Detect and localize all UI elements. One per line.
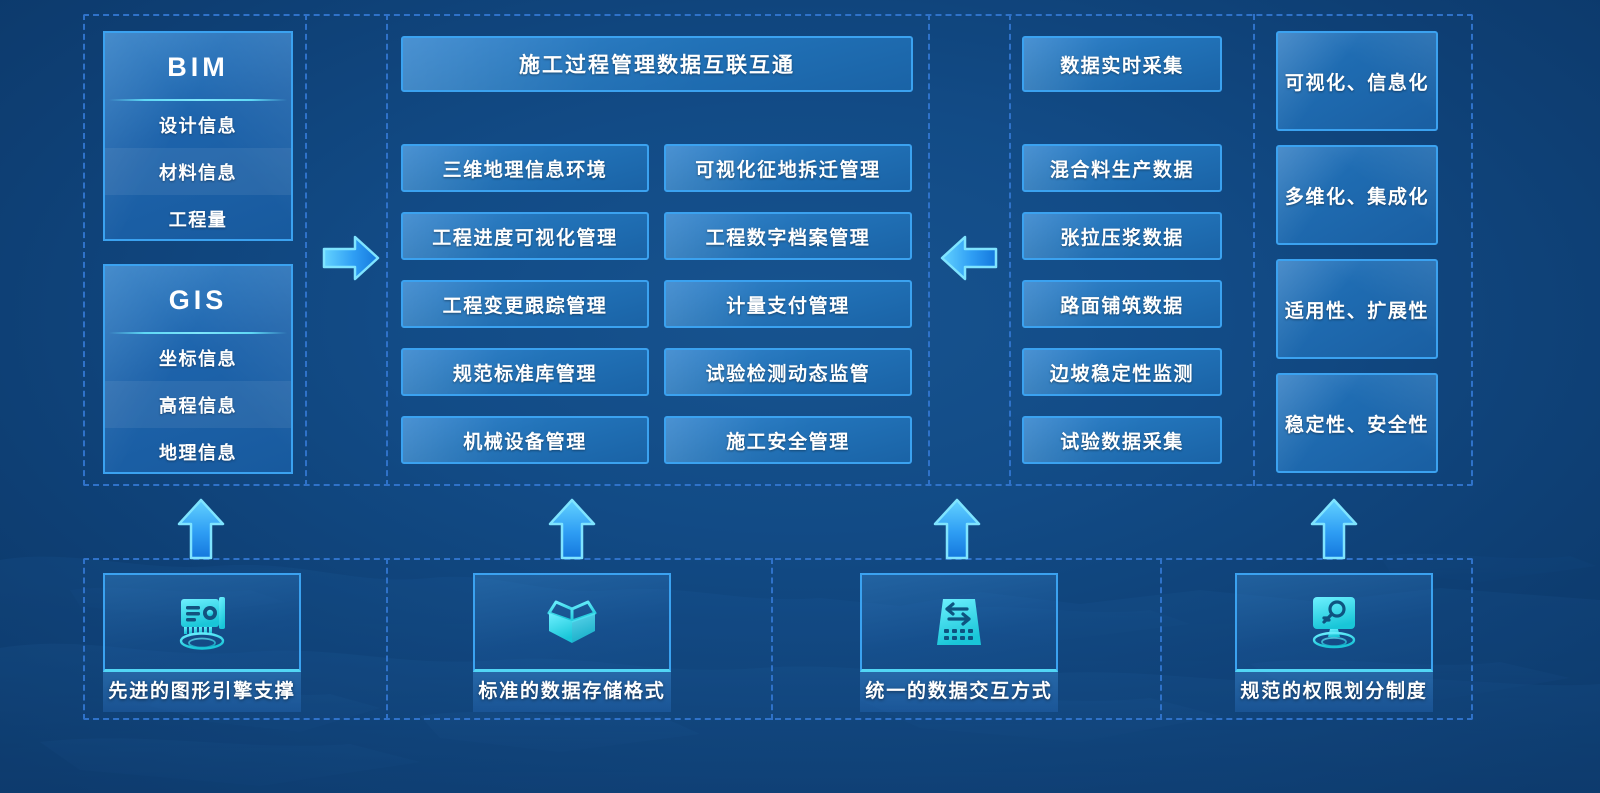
data-source-box-2[interactable]: 张拉压浆数据	[1022, 212, 1222, 260]
bim-item-2[interactable]: 工程量	[168, 209, 228, 230]
arrow-up-icon-0	[177, 498, 225, 560]
region-separator-3	[928, 14, 930, 486]
gis-item-1[interactable]: 高程信息	[105, 381, 291, 428]
module-label-4: 工程变更跟踪管理	[442, 295, 608, 317]
data-exchange-icon	[937, 599, 981, 645]
module-box-3[interactable]: 工程数字档案管理	[664, 212, 912, 260]
bim-title: BIM	[105, 33, 291, 101]
data-source-label-5: 试验数据采集	[1060, 431, 1184, 453]
data-source-label-0: 数据实时采集	[1060, 55, 1184, 77]
module-box-6[interactable]: 规范标准库管理	[401, 348, 649, 396]
region-separator-1	[305, 14, 307, 486]
data-source-box-4[interactable]: 边坡稳定性监测	[1022, 348, 1222, 396]
foundation-card-3[interactable]: 规范的权限划分制度	[1235, 573, 1433, 712]
arrow-up-icon-3	[1310, 498, 1358, 560]
module-box-4[interactable]: 工程变更跟踪管理	[401, 280, 649, 328]
foundation-icon-box-0	[103, 573, 301, 672]
data-source-label-2: 张拉压浆数据	[1060, 227, 1184, 249]
foundation-icon-box-2	[860, 573, 1058, 672]
foundation-card-0[interactable]: 先进的图形引擎支撑	[103, 573, 301, 712]
lower-separator-1	[386, 558, 388, 720]
foundation-card-1[interactable]: 标准的数据存储格式	[473, 573, 671, 712]
gis-title: GIS	[105, 266, 291, 334]
trait-label-2: 适用性、扩展性	[1284, 300, 1430, 322]
region-separator-2	[386, 14, 388, 486]
bim-panel[interactable]: BIM 设计信息 材料信息 工程量	[103, 31, 293, 241]
data-source-box-1[interactable]: 混合料生产数据	[1022, 144, 1222, 192]
module-box-8[interactable]: 机械设备管理	[401, 416, 649, 464]
arrow-right-icon	[322, 235, 380, 281]
region-separator-4	[1009, 14, 1011, 486]
trait-label-1: 多维化、集成化	[1284, 186, 1430, 208]
module-box-5[interactable]: 计量支付管理	[664, 280, 912, 328]
lower-region-outline	[83, 558, 1473, 720]
module-label-9: 施工安全管理	[726, 431, 850, 453]
data-source-label-3: 路面铺筑数据	[1060, 295, 1184, 317]
module-box-1[interactable]: 可视化征地拆迁管理	[664, 144, 912, 192]
data-source-label-1: 混合料生产数据	[1049, 159, 1195, 181]
module-label-7: 试验检测动态监管	[705, 363, 871, 385]
data-source-box-0[interactable]: 数据实时采集	[1022, 36, 1222, 92]
foundation-card-2[interactable]: 统一的数据交互方式	[860, 573, 1058, 712]
module-box-0[interactable]: 三维地理信息环境	[401, 144, 649, 192]
module-box-2[interactable]: 工程进度可视化管理	[401, 212, 649, 260]
data-source-box-3[interactable]: 路面铺筑数据	[1022, 280, 1222, 328]
module-label-6: 规范标准库管理	[452, 363, 598, 385]
graphics-card-icon	[179, 597, 225, 650]
open-box-icon	[547, 593, 597, 643]
trait-label-3: 稳定性、安全性	[1284, 414, 1430, 436]
platform-banner[interactable]: 施工过程管理数据互联互通	[401, 36, 913, 92]
upper-region-outline	[83, 14, 1473, 486]
foundation-icon-box-3	[1235, 573, 1433, 672]
bim-item-1[interactable]: 材料信息	[105, 148, 291, 195]
module-box-7[interactable]: 试验检测动态监管	[664, 348, 912, 396]
gis-panel[interactable]: GIS 坐标信息 高程信息 地理信息	[103, 264, 293, 474]
trait-box-3[interactable]: 稳定性、安全性	[1276, 373, 1438, 473]
gis-item-2[interactable]: 地理信息	[159, 442, 237, 463]
trait-box-1[interactable]: 多维化、集成化	[1276, 145, 1438, 245]
foundation-label-1: 标准的数据存储格式	[473, 672, 671, 712]
monitor-key-icon	[1312, 597, 1356, 649]
module-box-9[interactable]: 施工安全管理	[664, 416, 912, 464]
foundation-icon-box-1	[473, 573, 671, 672]
data-source-label-4: 边坡稳定性监测	[1049, 363, 1195, 385]
gis-item-0[interactable]: 坐标信息	[159, 348, 237, 369]
lower-separator-2	[771, 558, 773, 720]
arrow-up-icon-2	[933, 498, 981, 560]
module-label-0: 三维地理信息环境	[442, 159, 608, 181]
arrow-left-icon	[940, 235, 998, 281]
platform-banner-label: 施工过程管理数据互联互通	[519, 54, 795, 77]
module-label-8: 机械设备管理	[463, 431, 587, 453]
foundation-label-2: 统一的数据交互方式	[860, 672, 1058, 712]
data-source-box-5[interactable]: 试验数据采集	[1022, 416, 1222, 464]
module-label-1: 可视化征地拆迁管理	[695, 159, 881, 181]
foundation-label-0: 先进的图形引擎支撑	[103, 672, 301, 712]
lower-separator-3	[1160, 558, 1162, 720]
module-label-5: 计量支付管理	[726, 295, 850, 317]
trait-label-0: 可视化、信息化	[1284, 72, 1430, 94]
module-label-2: 工程进度可视化管理	[432, 227, 618, 249]
trait-box-0[interactable]: 可视化、信息化	[1276, 31, 1438, 131]
trait-box-2[interactable]: 适用性、扩展性	[1276, 259, 1438, 359]
bim-item-0[interactable]: 设计信息	[159, 115, 237, 136]
foundation-label-3: 规范的权限划分制度	[1235, 672, 1433, 712]
arrow-up-icon-1	[548, 498, 596, 560]
module-label-3: 工程数字档案管理	[705, 227, 871, 249]
region-separator-5	[1253, 14, 1255, 486]
